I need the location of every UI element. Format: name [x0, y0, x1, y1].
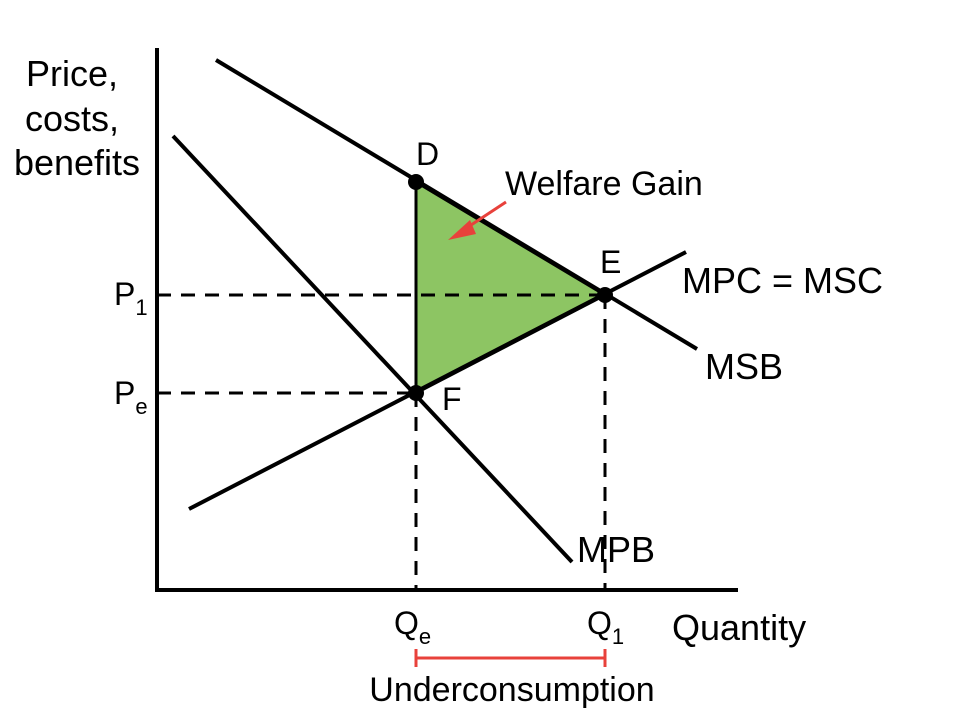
- p1-tick-label: P1: [114, 276, 148, 320]
- underconsumption-label: Underconsumption: [369, 671, 654, 709]
- y-axis-label: Price, costs, benefits: [14, 53, 140, 183]
- q1-main: Q: [587, 605, 612, 641]
- point-e: [597, 287, 613, 303]
- pe-main: P: [114, 375, 135, 411]
- mpc-msc-label: MPC = MSC: [682, 260, 883, 301]
- welfare-gain-area: [414, 179, 609, 396]
- y-axis-label-line-1: Price,: [26, 53, 118, 94]
- p1-subscript: 1: [135, 295, 147, 320]
- mpb-label: MPB: [577, 529, 655, 570]
- pe-subscript: e: [135, 394, 147, 419]
- welfare-gain-arrow: [448, 200, 507, 240]
- x-axis-label: Quantity: [672, 607, 806, 648]
- pe-tick-label: Pe: [114, 375, 148, 419]
- y-axis-label-line-2: costs,: [25, 98, 119, 139]
- point-f: [408, 385, 424, 401]
- point-e-label: E: [600, 244, 621, 280]
- point-d: [408, 174, 424, 190]
- point-d-label: D: [416, 136, 439, 172]
- qe-subscript: e: [419, 624, 431, 649]
- msb-curve: [214, 58, 699, 351]
- q1-tick-label: Q1: [587, 605, 624, 649]
- qe-main: Q: [394, 605, 419, 641]
- p1-main: P: [114, 276, 135, 312]
- qe-tick-label: Qe: [394, 605, 431, 649]
- welfare-gain-label: Welfare Gain: [505, 165, 703, 203]
- msb-label: MSB: [705, 346, 783, 387]
- point-f-label: F: [442, 381, 462, 417]
- y-axis-label-line-3: benefits: [14, 142, 140, 183]
- q1-subscript: 1: [612, 624, 624, 649]
- mpb-curve: [171, 134, 574, 564]
- underconsumption-bracket: [414, 649, 607, 667]
